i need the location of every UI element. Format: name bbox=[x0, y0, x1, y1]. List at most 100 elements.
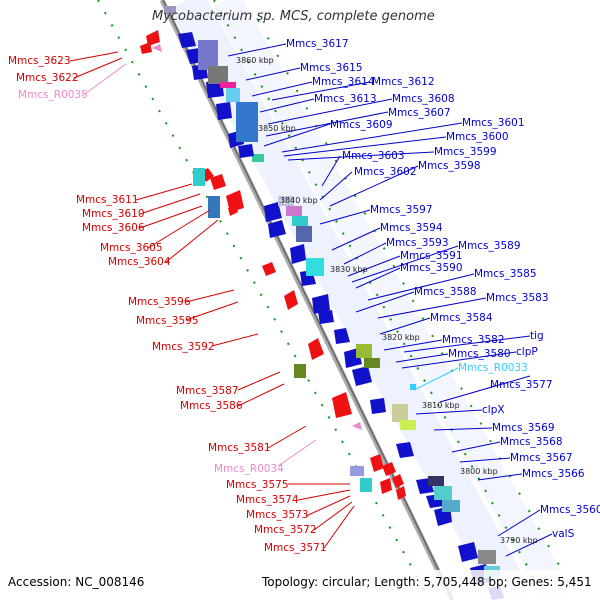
gene-label[interactable]: clpX bbox=[482, 404, 505, 416]
gene-label[interactable]: Mmcs_3608 bbox=[392, 93, 455, 105]
gene-label[interactable]: Mmcs_3605 bbox=[100, 242, 163, 254]
gene-label[interactable]: Mmcs_3593 bbox=[386, 237, 449, 249]
gene-label[interactable]: Mmcs_3617 bbox=[286, 38, 349, 50]
left-labels: Mmcs_3623 Mmcs_3622 Mmcs_R0035 Mmcs_3611… bbox=[8, 55, 327, 554]
gene-3622 bbox=[140, 42, 152, 54]
page-title: Mycobacterium sp. MCS, complete genome bbox=[152, 9, 435, 24]
gene-label[interactable]: Mmcs_3613 bbox=[314, 93, 377, 105]
gene-label[interactable]: Mmcs_3580 bbox=[448, 348, 511, 360]
gene-3571 bbox=[396, 486, 406, 500]
gene-3560 bbox=[458, 542, 478, 562]
right-rna-genes bbox=[410, 384, 416, 390]
gene-3585 bbox=[318, 310, 334, 324]
gene-3617 bbox=[178, 32, 196, 48]
track-band-outer bbox=[212, 0, 574, 600]
gene-label[interactable]: Mmcs_3572 bbox=[254, 524, 317, 536]
gene-label[interactable]: Mmcs_3588 bbox=[414, 286, 477, 298]
right-rna-connectors bbox=[413, 367, 459, 391]
gene-label[interactable]: tig bbox=[530, 330, 544, 342]
gene-label[interactable]: Mmcs_3583 bbox=[486, 292, 549, 304]
gene-label[interactable]: Mmcs_3591 bbox=[400, 250, 463, 262]
gene-label[interactable]: Mmcs_3597 bbox=[370, 204, 433, 216]
rna-R0035 bbox=[152, 44, 162, 52]
gene-label[interactable]: Mmcs_3566 bbox=[522, 468, 585, 480]
left-connectors bbox=[69, 51, 355, 549]
gene-label[interactable]: Mmcs_3585 bbox=[474, 268, 537, 280]
right-strand-genes bbox=[178, 32, 504, 600]
gene-3580 bbox=[352, 366, 372, 386]
gene-label[interactable]: Mmcs_3590 bbox=[400, 262, 463, 274]
gene-label[interactable]: Mmcs_3623 bbox=[8, 55, 71, 67]
gene-3595 bbox=[284, 290, 298, 310]
kbp-tick: 3810 kbp bbox=[422, 401, 460, 410]
gene-label[interactable]: valS bbox=[552, 528, 575, 540]
gene-3606 bbox=[226, 190, 244, 212]
gene-label[interactable]: Mmcs_3586 bbox=[180, 400, 243, 412]
gene-label[interactable]: Mmcs_3611 bbox=[76, 194, 139, 206]
gene-label[interactable]: Mmcs_3603 bbox=[342, 150, 405, 162]
gene-label[interactable]: Mmcs_3575 bbox=[226, 479, 289, 491]
gene-label[interactable]: clpP bbox=[516, 346, 538, 358]
gene-label[interactable]: Mmcs_3573 bbox=[246, 509, 309, 521]
gene-3610 bbox=[210, 174, 226, 190]
gene-3597 bbox=[264, 202, 282, 222]
gene-label[interactable]: Mmcs_3609 bbox=[330, 119, 393, 131]
gene-3584 bbox=[334, 328, 350, 344]
gene-label[interactable]: Mmcs_3574 bbox=[236, 494, 299, 506]
gene-label[interactable]: Mmcs_3610 bbox=[82, 208, 145, 220]
gene-3572 bbox=[392, 474, 404, 488]
gene-label[interactable]: Mmcs_3622 bbox=[16, 72, 79, 84]
right-colored-bars bbox=[198, 40, 500, 578]
top-gene-block bbox=[164, 6, 176, 14]
gene-label[interactable]: Mmcs_3602 bbox=[354, 166, 417, 178]
gene-label[interactable]: Mmcs_3604 bbox=[108, 256, 171, 268]
backbone bbox=[159, 0, 455, 600]
gene-label[interactable]: Mmcs_3592 bbox=[152, 341, 215, 353]
gene-label[interactable]: Mmcs_3569 bbox=[492, 422, 555, 434]
left-strand-genes bbox=[140, 30, 406, 500]
genome-summary: Topology: circular; Length: 5,705,448 bp… bbox=[261, 575, 592, 589]
kbp-tick: 3860 kbp bbox=[236, 56, 274, 65]
kbp-tick: 3850 kbp bbox=[258, 124, 296, 133]
gene-label[interactable]: Mmcs_3589 bbox=[458, 240, 521, 252]
gene-label[interactable]: Mmcs_3612 bbox=[372, 76, 435, 88]
gene-label[interactable]: Mmcs_3601 bbox=[462, 117, 525, 129]
gene-3601 bbox=[238, 144, 254, 158]
gene-label[interactable]: Mmcs_3568 bbox=[500, 436, 563, 448]
gene-label[interactable]: Mmcs_3599 bbox=[434, 146, 497, 158]
gene-label[interactable]: Mmcs_3581 bbox=[208, 442, 271, 454]
gene-label[interactable]: Mmcs_3615 bbox=[300, 62, 363, 74]
gene-3575 bbox=[370, 454, 384, 472]
gene-label[interactable]: Mmcs_3584 bbox=[430, 312, 493, 324]
gene-label[interactable]: Mmcs_3607 bbox=[388, 107, 451, 119]
gene-3609 bbox=[216, 102, 232, 120]
gene-label[interactable]: Mmcs_3596 bbox=[128, 296, 191, 308]
track-bands bbox=[169, 0, 532, 600]
gene-label[interactable]: Mmcs_R0034 bbox=[214, 463, 284, 475]
gene-label[interactable]: Mmcs_3567 bbox=[510, 452, 573, 464]
gene-label[interactable]: Mmcs_3595 bbox=[136, 315, 199, 327]
gene-label[interactable]: Mmcs_3598 bbox=[418, 160, 481, 172]
left-rna-genes bbox=[152, 44, 362, 430]
gene-label[interactable]: Mmcs_R0035 bbox=[18, 89, 88, 101]
gene-label[interactable]: Mmcs_3571 bbox=[264, 542, 327, 554]
gene-label[interactable]: Mmcs_3600 bbox=[446, 131, 509, 143]
rna-R0033 bbox=[410, 384, 416, 390]
gene-3605 bbox=[228, 204, 238, 216]
gene-label[interactable]: Mmcs_3577 bbox=[490, 379, 553, 391]
gene-3593 bbox=[290, 244, 306, 264]
gene-label[interactable]: Mmcs_R0033 bbox=[458, 362, 528, 374]
kbp-tick: 3790 kbp bbox=[500, 536, 538, 545]
gene-label[interactable]: Mmcs_3587 bbox=[176, 385, 239, 397]
gene-label[interactable]: Mmcs_3606 bbox=[82, 222, 145, 234]
gene-3623 bbox=[146, 30, 160, 46]
accession-label: Accession: NC_008146 bbox=[8, 575, 144, 589]
gene-3596 bbox=[262, 262, 276, 276]
gene-label[interactable]: Mmcs_3594 bbox=[380, 222, 443, 234]
gene-label[interactable]: Mmcs_3582 bbox=[442, 334, 505, 346]
gene-3587 bbox=[332, 392, 352, 418]
gene-label[interactable]: Mmcs_3614 bbox=[312, 76, 375, 88]
gene-3573 bbox=[380, 478, 392, 494]
gene-label[interactable]: Mmcs_3560 bbox=[540, 504, 600, 516]
left-colored-boxes bbox=[193, 154, 372, 492]
